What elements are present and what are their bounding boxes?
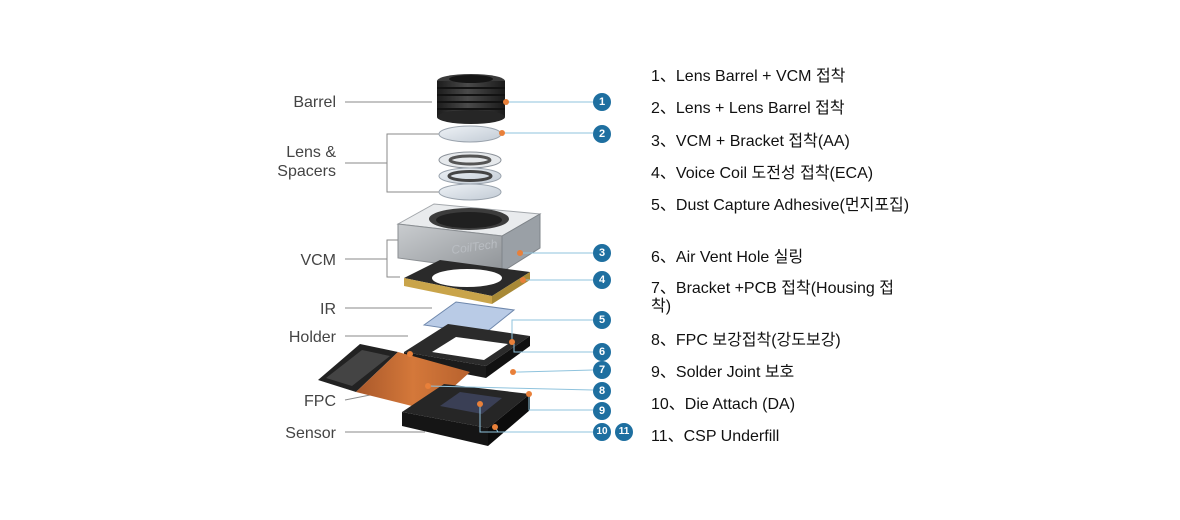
- label-vcm: VCM: [300, 252, 336, 269]
- callout-lines: [427, 101, 594, 433]
- barrel-part: [437, 74, 505, 124]
- badge-6: 6: [593, 343, 611, 361]
- legend-item-4: 4、Voice Coil 도전성 접착(ECA): [651, 165, 874, 182]
- legend-item-5: 5、Dust Capture Adhesive(먼지포집): [651, 197, 910, 214]
- badge-5: 5: [593, 311, 611, 329]
- legend-item-8: 8、FPC 보강접착(강도보강): [651, 332, 841, 349]
- badge-10: 10: [593, 423, 611, 441]
- label-fpc: FPC: [304, 393, 336, 410]
- label-lens-spacers: Lens & Spacers: [277, 144, 336, 180]
- legend-item-2: 2、Lens + Lens Barrel 접착: [651, 100, 845, 117]
- legend-item-10: 10、Die Attach (DA): [651, 396, 796, 413]
- legend-item-7: 7、Bracket +PCB 접착(Housing 접착): [651, 280, 894, 315]
- legend-item-11: 11、CSP Underfill: [651, 428, 780, 445]
- legend-item-1: 1、Lens Barrel + VCM 접착: [651, 68, 846, 85]
- badge-1: 1: [593, 93, 611, 111]
- label-barrel: Barrel: [293, 94, 336, 111]
- legend-item-3: 3、VCM + Bracket 접착(AA): [651, 133, 850, 150]
- legend-item-6: 6、Air Vent Hole 실링: [651, 249, 804, 266]
- sensor-board: [402, 384, 530, 446]
- badge-3: 3: [593, 244, 611, 262]
- vcm-part: CoilTech: [396, 203, 542, 273]
- legend-item-9: 9、Solder Joint 보호: [651, 364, 795, 381]
- label-holder: Holder: [288, 329, 336, 346]
- badge-9: 9: [593, 402, 611, 420]
- label-ir: IR: [320, 301, 336, 318]
- vcm-logo: CoilTech: [450, 237, 498, 257]
- label-sensor: Sensor: [285, 425, 336, 442]
- lens-stack: [438, 125, 502, 201]
- badge-7: 7: [593, 361, 611, 379]
- bracket-ring: [404, 260, 530, 304]
- left-leader-lines: [344, 101, 440, 433]
- badge-11: 11: [615, 423, 633, 441]
- badge-2: 2: [593, 125, 611, 143]
- badge-8: 8: [593, 382, 611, 400]
- badge-4: 4: [593, 271, 611, 289]
- adhesive-points: [407, 99, 532, 430]
